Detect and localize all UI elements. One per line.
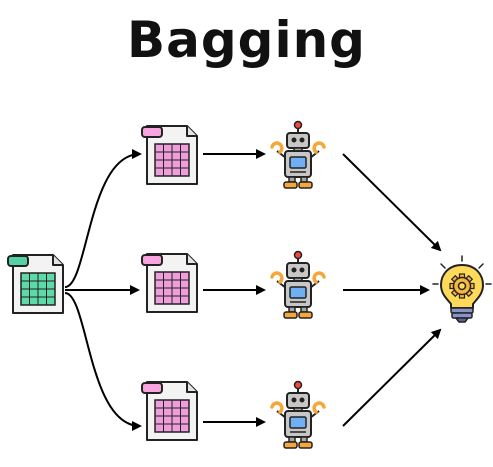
result-lightbulb-gear-icon bbox=[432, 255, 492, 323]
subset-2-spreadsheet-icon bbox=[141, 253, 198, 313]
model-3-robot-icon bbox=[270, 379, 326, 450]
arrow-source-to-subset-1 bbox=[64, 149, 142, 288]
arrow-source-to-subset-3 bbox=[64, 292, 142, 431]
arrow-model-1-to-result bbox=[342, 153, 442, 252]
diagram-title: Bagging bbox=[127, 11, 366, 69]
model-1-robot-icon bbox=[270, 119, 326, 190]
subset-1-spreadsheet-icon bbox=[141, 125, 198, 185]
arrow-model-3-to-result bbox=[342, 328, 442, 427]
model-2-robot-icon bbox=[270, 249, 326, 320]
subset-3-spreadsheet-icon bbox=[141, 381, 198, 441]
source-spreadsheet-icon bbox=[7, 254, 64, 314]
